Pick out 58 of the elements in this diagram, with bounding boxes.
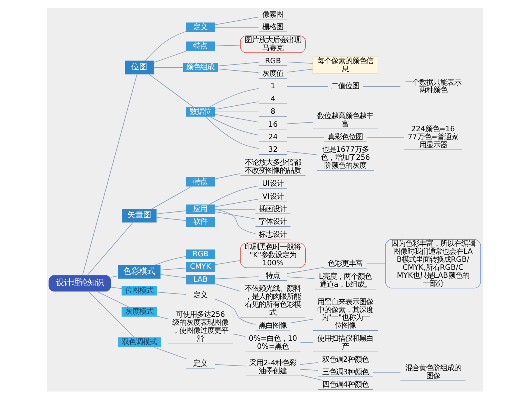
connector [205,116,260,150]
connector [287,86,328,88]
connector [287,276,316,280]
connector [214,364,246,367]
connector [152,186,192,210]
connector [287,267,325,274]
connector [214,174,241,180]
connector [208,88,260,108]
connector [214,209,256,210]
connector [160,274,187,278]
connector [160,268,187,271]
connector [214,114,260,123]
connector [218,68,260,74]
connector [214,299,256,325]
connector [300,374,324,381]
connector [218,62,260,67]
connector [152,346,188,360]
connector [154,67,184,68]
connector [287,151,318,156]
connector [214,260,241,266]
connector [214,102,260,110]
connector [214,210,256,234]
connector [287,122,314,124]
connector [300,369,319,372]
connector [372,372,401,373]
connector [88,291,135,338]
connector [287,137,325,138]
connector [300,362,319,366]
connector [214,27,260,28]
connector [156,292,187,295]
connector [156,316,168,320]
connector [155,256,187,266]
connector [214,45,241,46]
connector [287,62,314,64]
connector [366,137,404,138]
connector [214,16,260,26]
connector [156,210,187,214]
connector [110,287,122,290]
connector [156,217,187,222]
connector [87,222,134,276]
connector [214,284,241,292]
connector [145,31,187,62]
connector [148,74,194,108]
connector [214,276,260,280]
node-box: 设计理论知识 [48,275,112,292]
connector [214,199,260,208]
connector [208,186,260,206]
connector [154,50,188,64]
connector [214,212,256,220]
connector [300,342,314,344]
connector [287,69,314,73]
connector [82,74,138,276]
connector [110,276,119,278]
connector [290,319,314,324]
connector [233,334,246,338]
connector [363,86,401,88]
connector [96,291,130,308]
connector [209,116,260,136]
